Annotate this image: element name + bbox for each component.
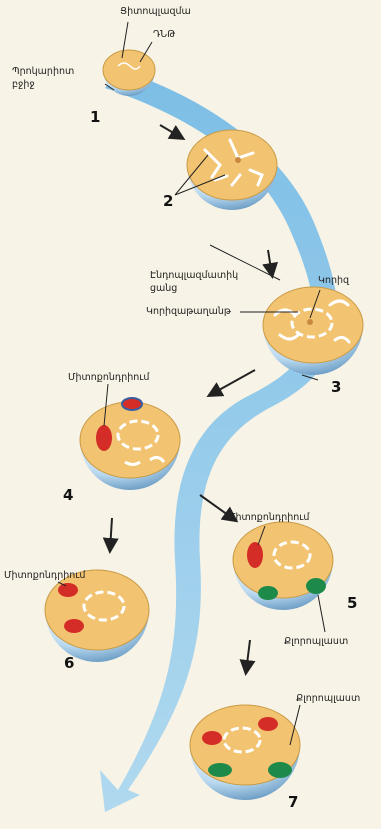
label-prokaryotic-cell-1: Պրոկարիոտ (12, 66, 74, 77)
label-prokaryotic-cell-2: բջիջ (12, 79, 35, 90)
mitochondrion-5 (247, 542, 263, 568)
mitochondrion-6b (64, 619, 84, 633)
stage-number-5: 5 (347, 594, 357, 612)
cell-4 (80, 398, 180, 490)
label-er-2: ցանց (150, 283, 177, 294)
chloroplast-7a (208, 763, 232, 777)
label-nucleus: Կորիզ (318, 275, 350, 286)
cell-3 (263, 287, 363, 375)
mitochondrion-4b (122, 398, 142, 410)
label-cytoplasm: Ցիտոպլազմա (120, 6, 191, 17)
mitochondrion-6a (58, 583, 78, 597)
label-mitochondrion-6: Միտոքոնդրիում (4, 570, 86, 581)
label-er-1: Էնդոպլազմատիկ (150, 270, 238, 281)
cell-2 (187, 130, 277, 210)
stage-number-2: 2 (163, 192, 173, 210)
label-mitochondrion-4: Միտոքոնդրիում (68, 372, 150, 383)
label-nuclear-envelope: Կորիզաթաղանթ (146, 306, 232, 317)
mitochondrion-4a (96, 425, 112, 451)
stage-number-6: 6 (64, 654, 74, 672)
mitochondrion-7b (258, 717, 278, 731)
chloroplast-5a (258, 586, 278, 600)
label-chloroplast-5: Քլորոպլաստ (284, 636, 348, 647)
label-mitochondrion-5: Միտոքոնդրիում (228, 512, 310, 523)
stage-number-4: 4 (63, 486, 73, 504)
chloroplast-7b (268, 762, 292, 778)
stage-number-7: 7 (288, 793, 298, 811)
label-chloroplast-7: Քլորոպլաստ (296, 693, 360, 704)
mitochondrion-7a (202, 731, 222, 745)
stage-number-1: 1 (90, 108, 100, 126)
chloroplast-5b (306, 578, 326, 594)
stage-number-3: 3 (331, 378, 341, 396)
cell-7 (190, 705, 300, 800)
label-dna: ԴՆԹ (153, 29, 175, 40)
